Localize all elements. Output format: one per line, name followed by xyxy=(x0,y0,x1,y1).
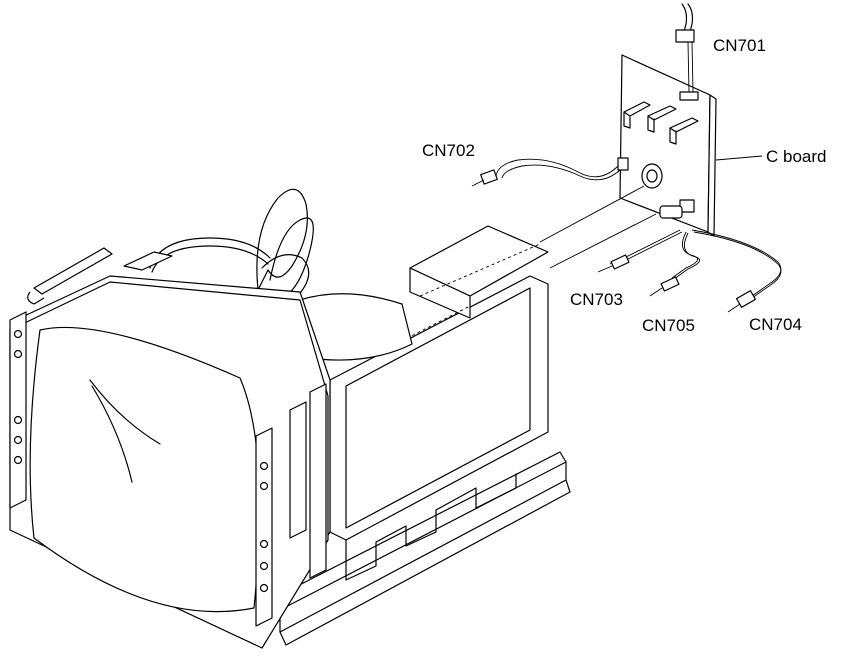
lower-cables xyxy=(597,229,782,313)
label-cn704: CN704 xyxy=(749,315,802,334)
label-cn701: CN701 xyxy=(713,36,766,55)
knob-shaft-line xyxy=(539,185,645,243)
connector-guide-line xyxy=(549,213,657,269)
label-cn702: CN702 xyxy=(422,141,475,160)
label-c-board: C board xyxy=(766,147,827,166)
cn701-cable xyxy=(675,3,695,93)
crt-chassis xyxy=(9,188,571,649)
cn702-cable xyxy=(471,158,621,187)
leader-c-board xyxy=(715,155,763,161)
label-cn705: CN705 xyxy=(642,316,695,335)
label-cn703: CN703 xyxy=(570,290,623,309)
